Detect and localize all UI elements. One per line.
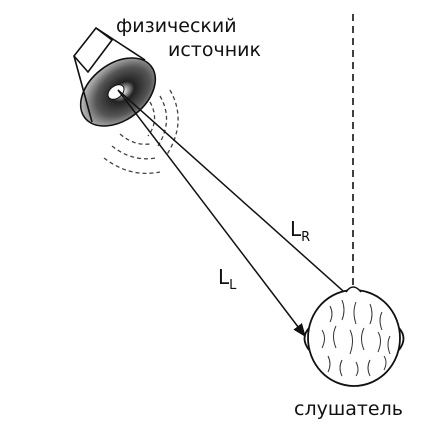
- source-label-line2: источник: [168, 39, 261, 61]
- ray-left: [117, 89, 306, 338]
- listener-label: слушатель: [294, 398, 403, 420]
- path-label-right-main: L: [290, 217, 302, 241]
- path-label-right: LR: [290, 217, 310, 245]
- path-label-left: LL: [218, 265, 237, 293]
- loudspeaker-icon: [72, 26, 157, 127]
- source-label-line1: физический: [116, 15, 237, 37]
- path-label-left-sub: L: [229, 278, 237, 293]
- path-label-right-sub: R: [301, 230, 310, 245]
- head-top-view-icon: [303, 286, 405, 387]
- sound-waves: [103, 89, 179, 175]
- path-label-left-main: L: [218, 265, 230, 289]
